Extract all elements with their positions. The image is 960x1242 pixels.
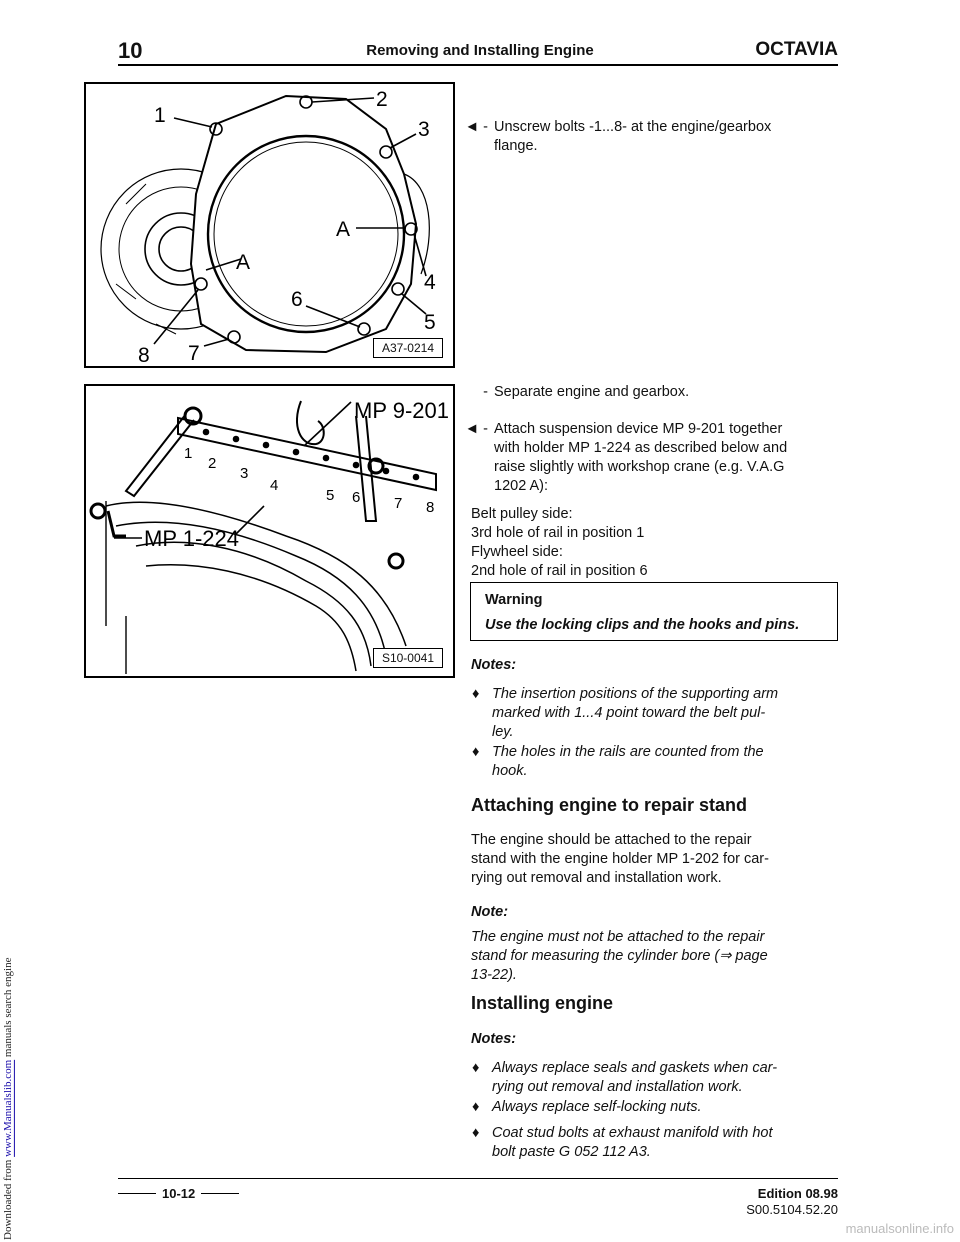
flange-label: 7 [188, 342, 200, 365]
figure-engine-gearbox-flange: 1 2 3 A 4 5 6 A 8 7 A37-0214 [84, 82, 455, 368]
page-title: Removing and Installing Engine [366, 42, 594, 59]
note-item: ♦ Coat stud bolts at exhaust manifold wi… [472, 1125, 773, 1160]
step-text: Unscrew bolts -1...8- at the engine/gear… [494, 119, 772, 154]
rail-hole-label: 2 [208, 455, 216, 472]
figure-suspension-device: MP 9-201 MP 1-224 1 2 3 4 5 6 7 8 S10-00… [84, 384, 455, 678]
section-heading-installing: Installing engine [471, 993, 614, 1013]
warning-box: Warning Use the locking clips and the ho… [470, 582, 838, 641]
rail-hole-label: 3 [240, 465, 248, 482]
flange-label: 1 [154, 104, 166, 127]
tool-label-mp-1-224: MP 1-224 [144, 526, 239, 551]
bullet-icon: ♦ [472, 744, 480, 760]
header-rule [118, 64, 838, 66]
flange-label: 4 [424, 271, 436, 294]
rail-hole-label: 4 [270, 477, 278, 494]
rail-hole-label: 6 [352, 489, 360, 506]
position-instructions: Belt pulley side: 3rd hole of rail in po… [471, 505, 801, 581]
rail-hole-label: 7 [394, 495, 402, 512]
note-item: ♦ The insertion positions of the support… [472, 686, 779, 740]
bullet-icon: ♦ [472, 1060, 480, 1076]
document-code: S00.5104.52.20 [746, 1202, 838, 1217]
note-item: ♦ The holes in the rails are counted fro… [472, 744, 764, 779]
chapter-number: 10 [118, 38, 143, 63]
step-unscrew-bolts: ◄ - Unscrew bolts -1...8- at the engine/… [456, 118, 786, 158]
step-marker: - [483, 384, 488, 400]
flange-label: 6 [291, 288, 303, 311]
position-line: Belt pulley side: [471, 506, 573, 522]
step-text: Separate engine and gearbox. [494, 384, 690, 400]
note-label: Note: [471, 904, 509, 920]
rail-hole-label: 5 [326, 487, 334, 504]
rail-hole-label: 8 [426, 499, 434, 516]
watermark: manualsonline.info [845, 1221, 954, 1236]
flange-drawing: 1 2 3 A 4 5 6 A 8 7 [100, 88, 436, 366]
flange-label: A [236, 251, 250, 274]
warning-text: Use the locking clips and the hooks and … [485, 617, 800, 633]
note-item: ♦ Always replace seals and gaskets when … [472, 1060, 778, 1095]
flange-label: 2 [376, 88, 388, 111]
edition: Edition 08.98 [757, 1186, 838, 1201]
manualslib-link[interactable]: www.Manualslib.com [2, 1059, 14, 1157]
flange-label: 3 [418, 118, 430, 141]
section-text-attaching: The engine should be attached to the rep… [471, 832, 769, 886]
position-line: Flywheel side: [471, 544, 563, 560]
note-item: ♦ Always replace self-locking nuts. [472, 1099, 702, 1115]
rail-hole-label: 1 [184, 445, 192, 462]
figure-code: A37-0214 [372, 338, 443, 358]
download-source-note: Downloaded from www.Manualslib.com manua… [2, 957, 14, 1240]
notes-label: Notes: [471, 657, 517, 673]
flange-label: 8 [138, 344, 150, 366]
bullet-icon: ♦ [472, 686, 480, 702]
footer-page: 10-12 [118, 1186, 248, 1201]
footer-rule [118, 1178, 838, 1179]
suspension-drawing: MP 9-201 MP 1-224 1 2 3 4 5 6 7 8 [89, 398, 449, 674]
brand-name: OCTAVIA [755, 39, 838, 60]
bullet-icon: ♦ [472, 1125, 480, 1141]
step-text: Attach suspension device MP 9-201 togeth… [494, 421, 788, 494]
note-text: The engine must not be attached to the r… [471, 929, 768, 983]
flange-label: 5 [424, 311, 436, 334]
step-marker: ◄ - [464, 119, 488, 135]
figure-code: S10-0041 [372, 648, 443, 668]
step-marker: ◄ - [464, 421, 488, 437]
footer-dash [118, 1193, 156, 1194]
footer-dash [201, 1193, 240, 1194]
flange-label: A [336, 218, 350, 241]
bullet-icon: ♦ [472, 1099, 480, 1115]
tool-label-mp-9-201: MP 9-201 [354, 398, 449, 423]
position-line: 2nd hole of rail in position 6 [471, 563, 648, 579]
notes-label: Notes: [471, 1031, 517, 1047]
warning-title: Warning [485, 592, 543, 608]
position-line: 3rd hole of rail in position 1 [471, 525, 645, 541]
section-heading-attaching: Attaching engine to repair stand [471, 795, 748, 815]
